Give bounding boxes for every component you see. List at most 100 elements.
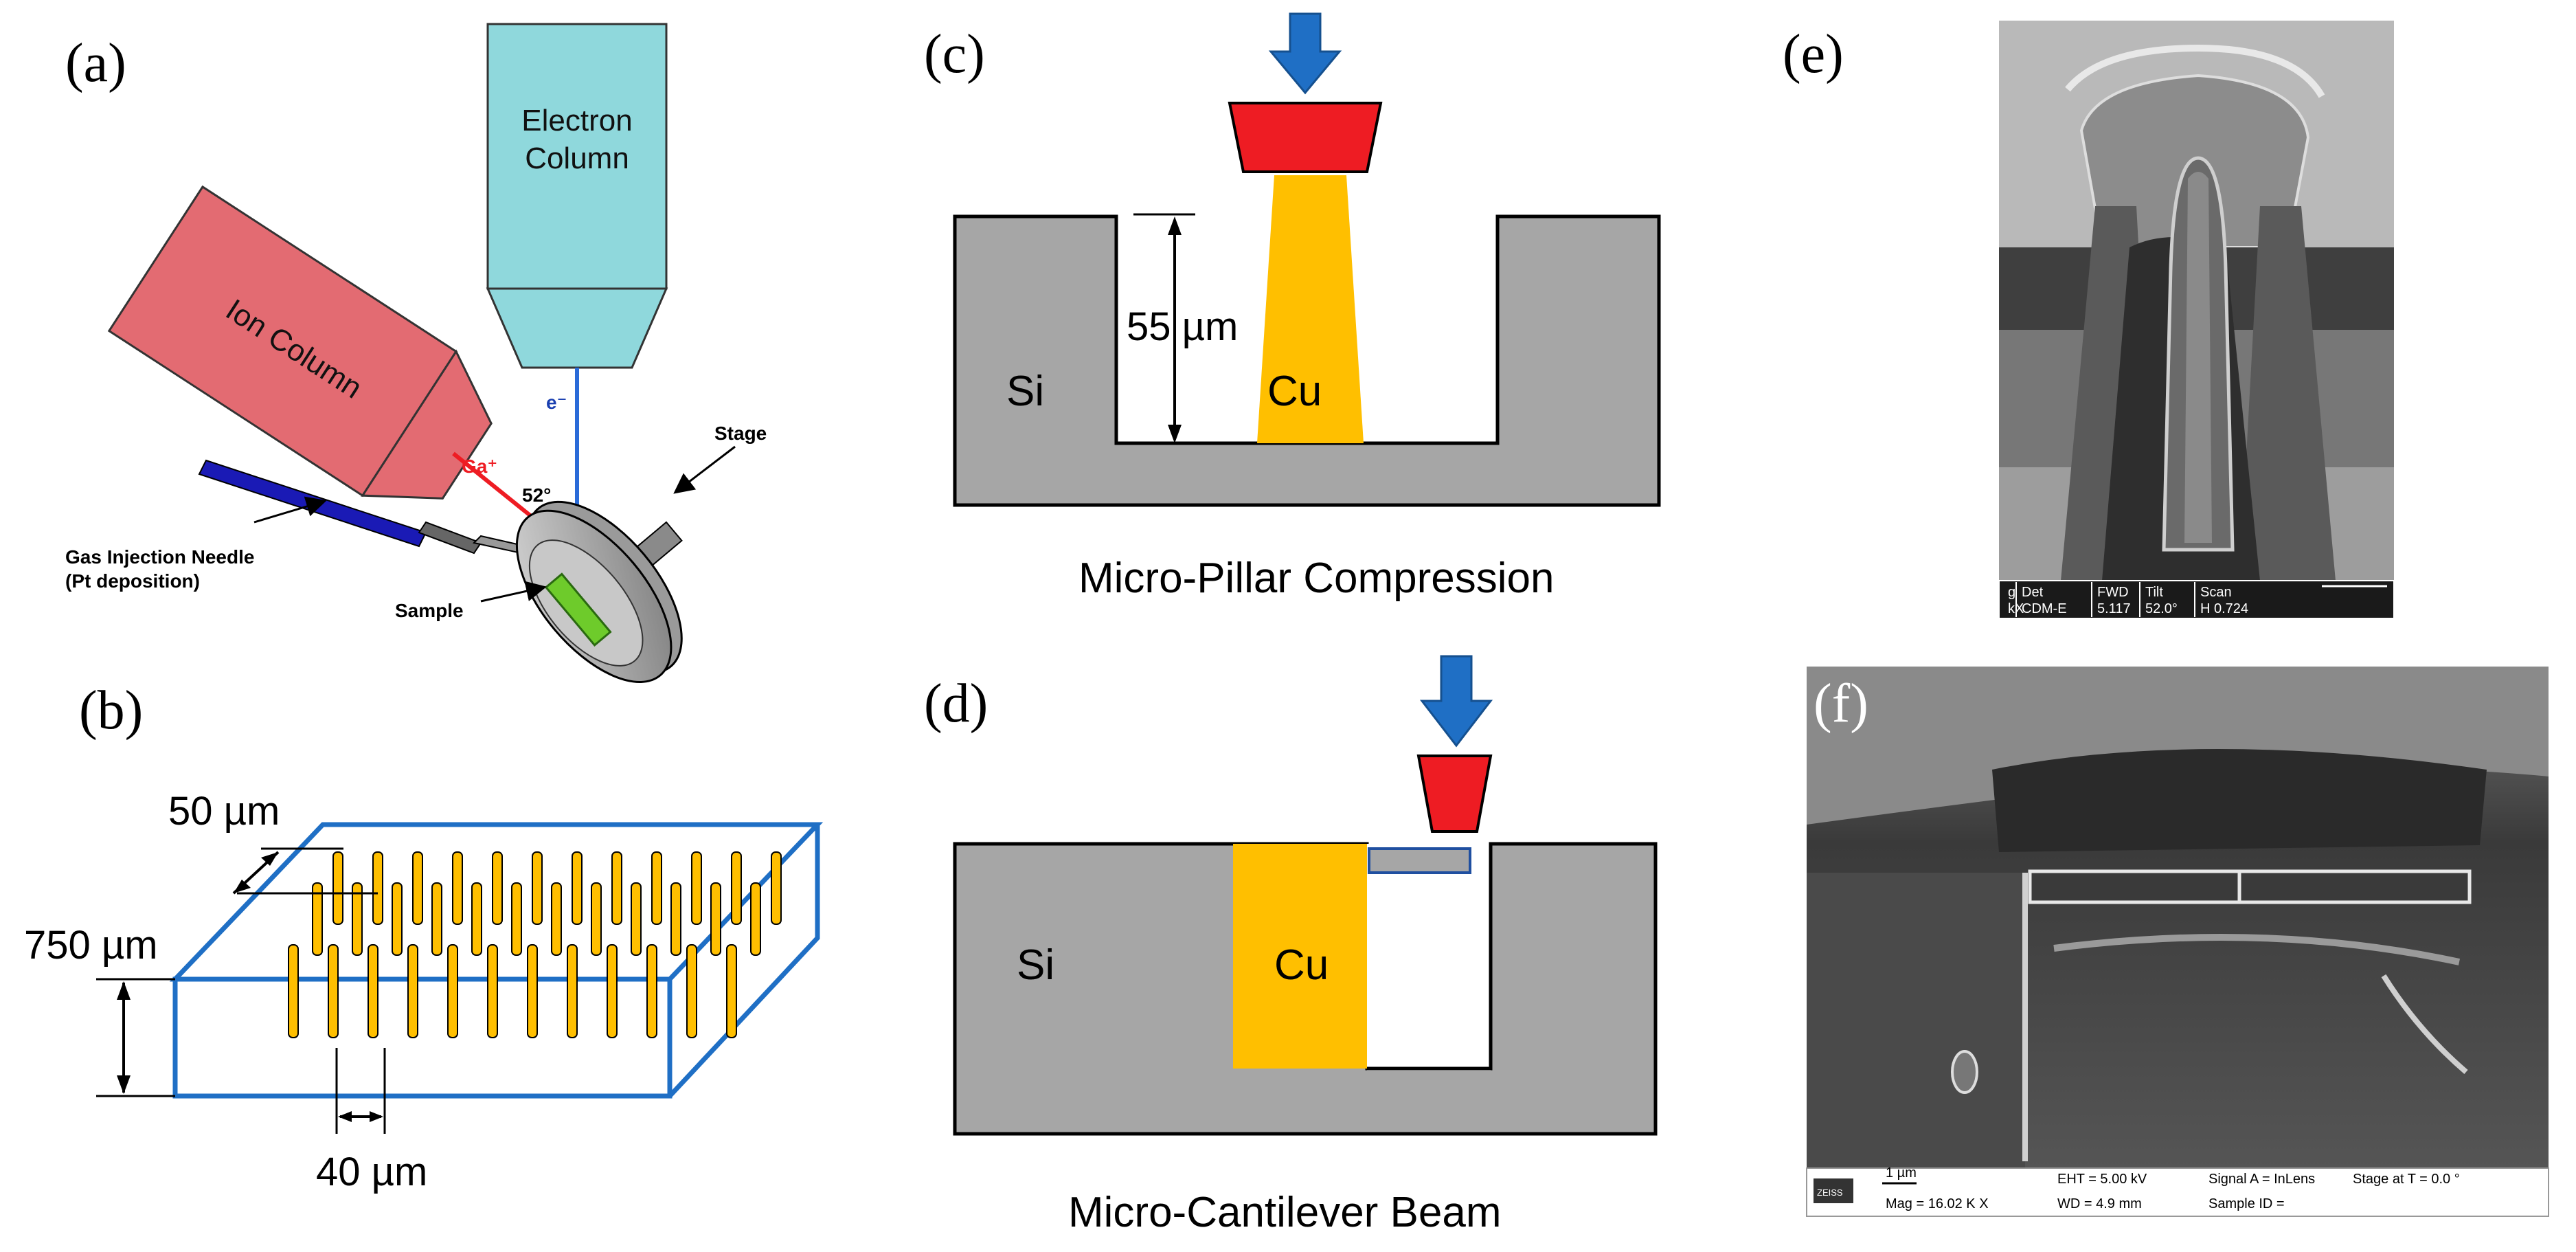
cu-pillar bbox=[551, 882, 562, 956]
cu-pillar bbox=[607, 944, 618, 1038]
stage-tilt-label: Stage at T = 0.0 ° bbox=[2353, 1172, 2460, 1187]
cu-pillar bbox=[392, 882, 403, 956]
sample-block bbox=[544, 572, 612, 647]
pitch-label: 50 µm bbox=[168, 789, 280, 834]
sem-image-cantilever bbox=[1807, 667, 2549, 1168]
cu-pillar bbox=[288, 944, 299, 1038]
cu-pillar bbox=[332, 851, 343, 925]
gas-needle-label-1: Gas Injection Needle bbox=[65, 546, 254, 568]
cu-pillar bbox=[572, 851, 583, 925]
ion-column: Ion Column bbox=[107, 185, 493, 500]
load-arrow-c bbox=[1268, 12, 1342, 95]
depth-label: 55 µm bbox=[1127, 304, 1238, 349]
cu-pillar bbox=[511, 882, 522, 956]
micro-cantilever bbox=[1368, 847, 1471, 874]
ion-beam-label: Ga⁺ bbox=[462, 456, 497, 477]
indenter-d bbox=[1416, 754, 1493, 833]
caption-c: Micro-Pillar Compression bbox=[1078, 555, 1554, 602]
panel-c: (c) 55 µm Si Cu Micro-Pillar Compression bbox=[924, 12, 1661, 602]
cu-pillar bbox=[710, 882, 721, 956]
sample-pointer bbox=[480, 581, 547, 603]
cu-pillar bbox=[312, 882, 323, 956]
cu-label-c: Cu bbox=[1267, 368, 1322, 415]
panel-label-b: (b) bbox=[79, 680, 143, 741]
wafer-box bbox=[169, 822, 824, 1099]
mag-label: Mag = 16.02 K X bbox=[1886, 1196, 1989, 1211]
panel-b: (b) 50 µm 750 µm 40 µm bbox=[24, 680, 824, 1194]
si-label-d: Si bbox=[1017, 941, 1054, 989]
cu-pillar bbox=[352, 882, 363, 956]
cu-pillar bbox=[631, 882, 642, 956]
cu-pillar bbox=[328, 944, 339, 1038]
cu-pillar bbox=[532, 851, 543, 925]
databar-head-e: Tilt bbox=[2145, 585, 2163, 600]
cu-pillar bbox=[487, 944, 498, 1038]
panel-a: (a) Electron Column e⁻ Ion Column Ga⁺ 52… bbox=[65, 23, 767, 683]
wd-label: WD = 4.9 mm bbox=[2057, 1196, 2142, 1211]
stage-pointer bbox=[673, 445, 736, 494]
cu-pillar bbox=[646, 944, 657, 1038]
gas-needle-pointer bbox=[253, 496, 327, 524]
electron-column: Electron Column bbox=[486, 23, 668, 369]
panel-d: (d) Si Cu Micro-Cantilever Beam bbox=[924, 655, 1658, 1236]
panel-label-a: (a) bbox=[65, 33, 126, 93]
databar-value-e: 5.117 bbox=[2097, 601, 2131, 616]
sample-id-label: Sample ID = bbox=[2208, 1196, 2285, 1211]
eht-label: EHT = 5.00 kV bbox=[2057, 1172, 2147, 1187]
cu-pillar bbox=[686, 944, 697, 1038]
electron-column-label-2: Column bbox=[525, 142, 629, 175]
databar-head-e: Det bbox=[2022, 585, 2044, 600]
cu-pillar bbox=[368, 944, 379, 1038]
cu-pillar bbox=[567, 944, 578, 1038]
si-substrate-c bbox=[953, 214, 1661, 507]
databar-head-e: Scan bbox=[2200, 585, 2232, 600]
cu-block-d bbox=[1233, 844, 1367, 1069]
sem-databar-f: ZEISS 1 µm Mag = 16.02 K X EHT = 5.00 kV… bbox=[1806, 1165, 2549, 1217]
databar-head-e: FWD bbox=[2097, 585, 2129, 600]
panel-label-c: (c) bbox=[924, 24, 985, 85]
caption-d: Micro-Cantilever Beam bbox=[1068, 1189, 1502, 1236]
stage bbox=[515, 500, 683, 683]
databar-value-e: CDM-E bbox=[2022, 601, 2067, 616]
databar-head-e: g bbox=[2008, 585, 2015, 600]
panel-f: (f) ZEISS 1 µm Mag = 16.02 K X EHT = 5.0… bbox=[1806, 667, 2549, 1217]
cu-pillar-c bbox=[1257, 175, 1364, 443]
panel-label-f: (f) bbox=[1814, 673, 1868, 734]
zeiss-logo-text: ZEISS bbox=[1817, 1187, 1843, 1198]
cu-pillar bbox=[431, 882, 442, 956]
stage-label: Stage bbox=[714, 423, 767, 444]
cu-pillar bbox=[750, 882, 761, 956]
si-label-c: Si bbox=[1006, 368, 1044, 415]
cu-pillar bbox=[407, 944, 418, 1038]
panel-label-d: (d) bbox=[924, 673, 988, 734]
cu-pillar bbox=[412, 851, 423, 925]
scale-label-f: 1 µm bbox=[1886, 1165, 1917, 1181]
electron-beam-label: e⁻ bbox=[546, 392, 567, 413]
cu-pillar bbox=[527, 944, 538, 1038]
electron-column-label-1: Electron bbox=[521, 104, 632, 137]
sem-image-pillar bbox=[1999, 21, 2394, 581]
cu-label-d: Cu bbox=[1274, 941, 1329, 989]
cu-pillar bbox=[726, 944, 737, 1038]
cu-pillar bbox=[670, 882, 681, 956]
cu-pillar bbox=[591, 882, 602, 956]
cu-pillar bbox=[731, 851, 742, 925]
cu-pillar bbox=[611, 851, 622, 925]
load-arrow-d bbox=[1419, 655, 1493, 748]
cu-pillar bbox=[691, 851, 702, 925]
gas-needle-label-2: (Pt deposition) bbox=[65, 570, 200, 592]
zeiss-logo bbox=[1814, 1178, 1853, 1203]
trench-d bbox=[1367, 844, 1491, 1071]
databar-value-e: H 0.724 bbox=[2200, 601, 2248, 616]
databar-value-e: 52.0° bbox=[2145, 601, 2178, 616]
signal-label: Signal A = InLens bbox=[2208, 1172, 2315, 1187]
cu-pillar bbox=[771, 851, 782, 925]
cu-pillar bbox=[447, 944, 458, 1038]
thickness-label: 750 µm bbox=[24, 923, 158, 968]
width-label: 40 µm bbox=[316, 1150, 427, 1194]
panel-label-e: (e) bbox=[1783, 24, 1844, 85]
cu-pillar bbox=[492, 851, 503, 925]
